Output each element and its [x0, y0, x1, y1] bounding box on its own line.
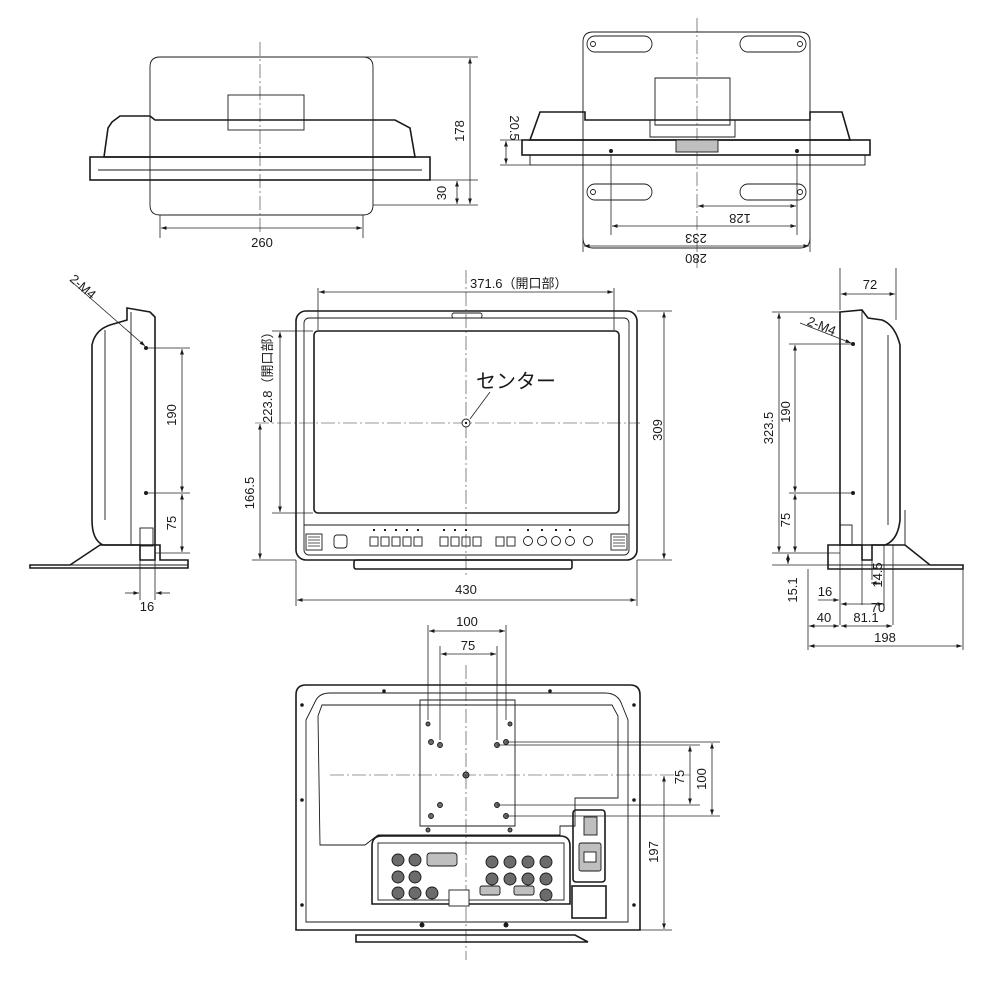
top-view-rotated: 20.5 128 233 280 — [500, 18, 871, 268]
right-side-16-label: 16 — [818, 584, 832, 599]
right-side-75-label: 75 — [778, 513, 793, 527]
front-control-buttons — [369, 529, 593, 547]
top-view: 260 178 30 — [89, 42, 478, 250]
right-side-190-label: 190 — [778, 401, 793, 423]
rear-100-v-label: 100 — [694, 768, 709, 790]
left-side-75-label: 75 — [164, 516, 179, 530]
top-view-width-label: 260 — [251, 235, 273, 250]
rotated-280-label: 280 — [685, 251, 707, 266]
right-side-198-label: 198 — [874, 630, 896, 645]
top-view-30-label: 30 — [434, 186, 449, 200]
right-side-323-5-label: 323.5 — [761, 412, 776, 445]
top-view-depth-label: 178 — [452, 120, 467, 142]
rear-connectors — [391, 852, 553, 907]
rear-75-h-label: 75 — [461, 638, 475, 653]
front-view: センター 371.6（開口部） 223.8（開口部） 166.5 309 430 — [242, 270, 672, 606]
left-side-190-label: 190 — [164, 404, 179, 426]
right-side-72-label: 72 — [863, 277, 877, 292]
right-side-15-1-label: 15.1 — [785, 577, 800, 602]
right-side-81-1-label: 81.1 — [853, 610, 878, 625]
rear-view: 100 75 75 100 197 — [295, 614, 720, 960]
right-side-70-label: 70 — [871, 600, 885, 615]
front-309-label: 309 — [650, 419, 665, 441]
center-label: センター — [476, 370, 556, 393]
right-side-screw-label: 2-M4 — [805, 313, 838, 338]
rear-197-label: 197 — [646, 841, 661, 863]
rotated-20-5-label: 20.5 — [507, 115, 522, 140]
opening-height-label: 223.8（開口部） — [260, 325, 275, 423]
rear-100-h-label: 100 — [456, 614, 478, 629]
rotated-128-label: 128 — [729, 211, 751, 226]
left-side-16-label: 16 — [140, 599, 154, 614]
right-side-view: 2-M4 72 323.5 190 75 15.1 14.5 16 70 — [761, 268, 964, 650]
rotated-233-label: 233 — [685, 231, 707, 246]
front-430-label: 430 — [455, 582, 477, 597]
rear-75-v-label: 75 — [672, 770, 687, 784]
left-side-view: 2-M4 190 75 16 — [29, 271, 190, 614]
right-side-14-5-label: 14.5 — [870, 562, 885, 587]
right-side-40-label: 40 — [817, 610, 831, 625]
opening-width-label: 371.6（開口部） — [470, 276, 568, 291]
front-166-5-label: 166.5 — [242, 477, 257, 510]
left-side-screw-label: 2-M4 — [67, 271, 99, 302]
